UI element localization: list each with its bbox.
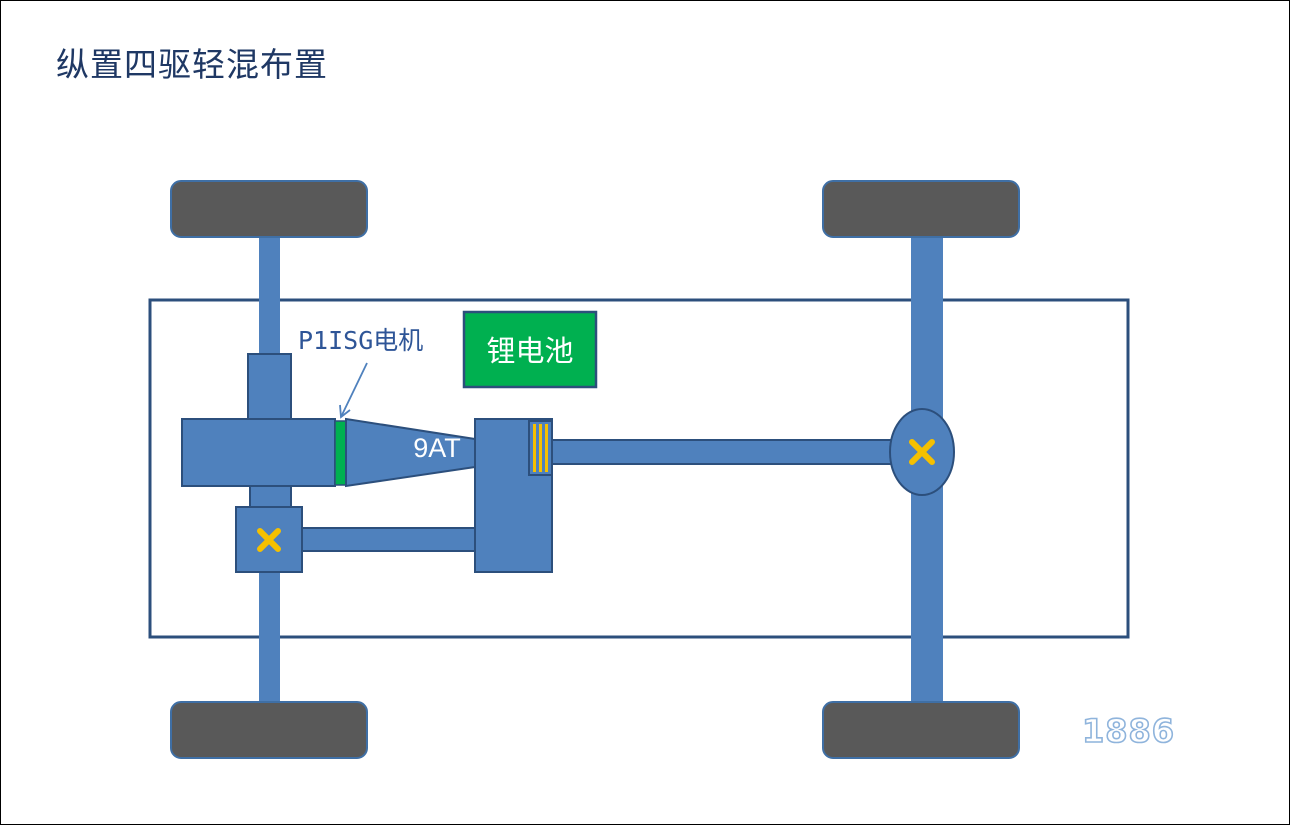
motor-pointer-arrow [339, 362, 368, 419]
rear-right-wheel [822, 701, 1020, 759]
front-left-wheel [170, 180, 368, 238]
lithium-battery [462, 310, 598, 389]
transfer-coupling [528, 420, 553, 476]
engine-upper-block [247, 353, 292, 421]
front-propeller-shaft [301, 527, 477, 552]
front-differential [235, 506, 303, 573]
front-differential-x-icon [257, 528, 281, 552]
gearbox-label: 9AT [413, 433, 461, 463]
rear-propeller-shaft [550, 439, 892, 465]
watermark-text: 1886 [1082, 712, 1175, 750]
motor-label: P1ISG电机 [298, 326, 423, 355]
p1-isg-motor [334, 420, 347, 486]
battery-label: 锂电池 [486, 334, 573, 368]
rear-left-wheel [822, 180, 1020, 238]
rear-differential [889, 408, 955, 496]
vehicle-body-outline [148, 298, 1130, 639]
page-title: 纵置四驱轻混布置 [56, 45, 328, 84]
rear-differential-x-icon [909, 439, 935, 465]
engine-lower-connector [249, 485, 292, 509]
front-right-wheel [170, 701, 368, 759]
engine-block [181, 418, 336, 487]
